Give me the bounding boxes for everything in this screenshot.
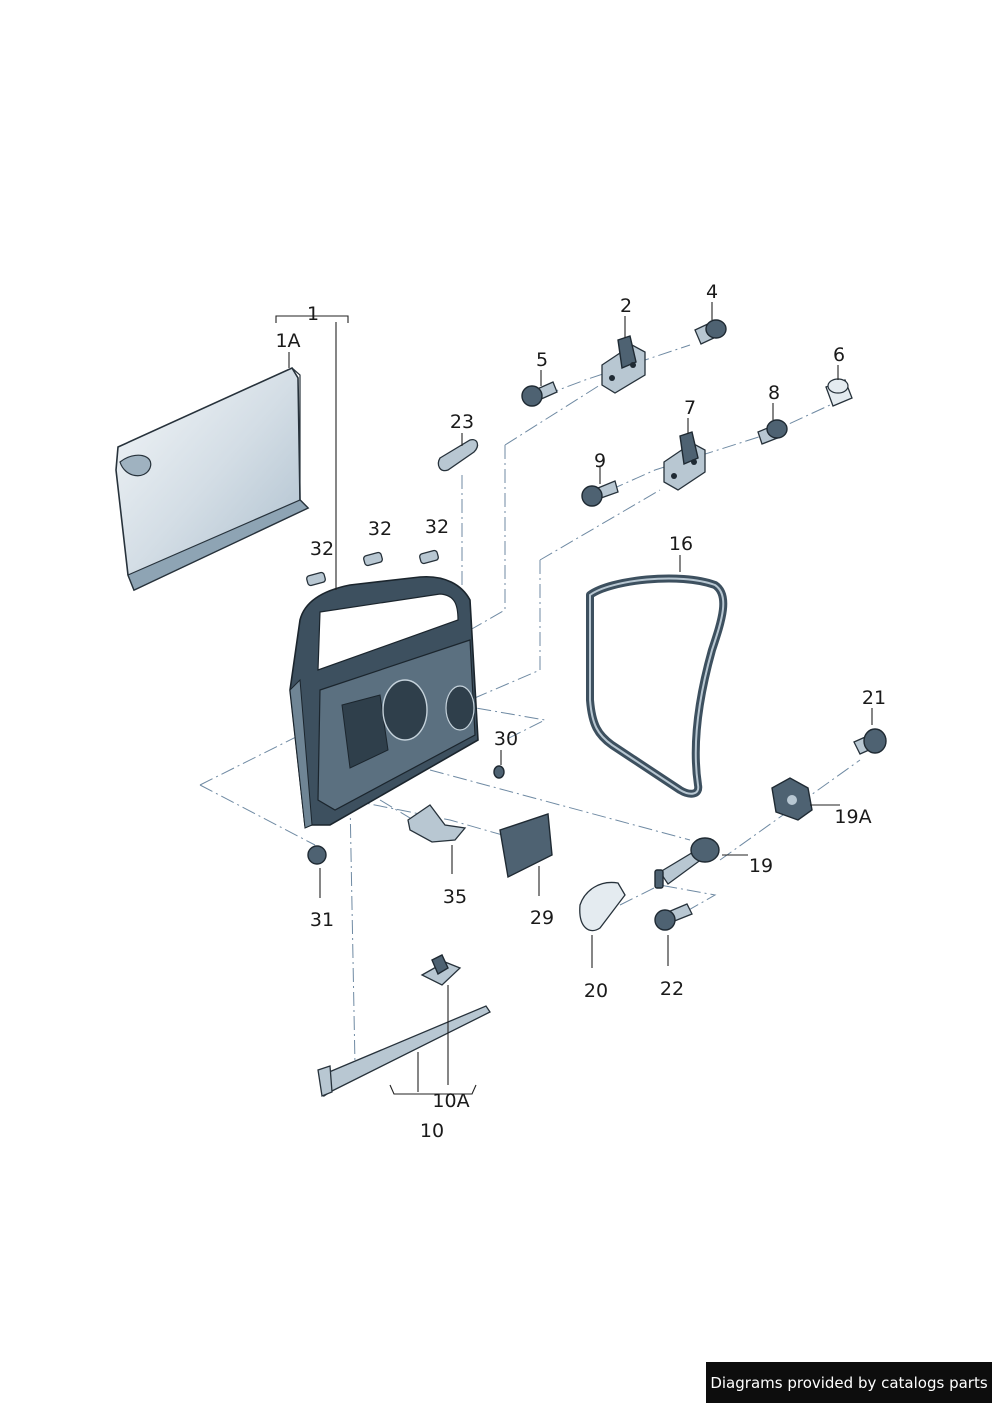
plug-30 (493, 765, 505, 779)
callout-8: 8 (768, 382, 780, 404)
callout-9: 9 (594, 450, 606, 472)
callout-19a: 19A (834, 806, 871, 828)
assembly-lines (199, 344, 861, 1066)
callout-30: 30 (494, 728, 518, 750)
bushing-6 (825, 378, 853, 407)
door-frame-1 (289, 575, 479, 829)
callout-4: 4 (706, 281, 718, 303)
bolt-4 (694, 319, 727, 345)
bracket-35 (407, 804, 467, 843)
door-outer-skin-1a (115, 366, 310, 592)
callout-22: 22 (660, 978, 684, 1000)
handle-insert-23 (437, 439, 479, 472)
callout-35: 35 (443, 886, 467, 908)
callout-23: 23 (450, 411, 474, 433)
callout-10a: 10A (432, 1090, 469, 1112)
trim-strip-10 (317, 1005, 491, 1098)
credit-banner: Diagrams provided by catalogs parts (706, 1362, 992, 1403)
plug-32-a (306, 571, 326, 587)
plug-31 (307, 845, 327, 865)
callout-29: 29 (530, 907, 554, 929)
foil-29 (499, 813, 553, 879)
bolt-8 (757, 419, 788, 445)
callout-5: 5 (536, 349, 548, 371)
bolt-5 (521, 381, 558, 407)
callout-19: 19 (749, 855, 773, 877)
callout-1: 1 (307, 303, 319, 325)
callout-7: 7 (684, 397, 696, 419)
door-seal-16-highlight (589, 577, 725, 795)
door-check-19 (654, 837, 720, 889)
leader-lines (275, 302, 873, 1095)
bolt-9 (581, 480, 619, 507)
callout-32-b: 32 (368, 518, 392, 540)
bolt-22 (654, 903, 693, 931)
callout-32-a: 32 (310, 538, 334, 560)
callout-20: 20 (584, 980, 608, 1002)
bolt-21 (853, 728, 887, 755)
callout-16: 16 (669, 533, 693, 555)
callout-1a: 1A (275, 330, 300, 352)
callout-10: 10 (420, 1120, 444, 1142)
clip-10a (420, 954, 462, 986)
callout-2: 2 (620, 295, 632, 317)
hinge-7 (663, 431, 706, 491)
callout-6: 6 (833, 344, 845, 366)
hinge-2 (601, 335, 646, 394)
check-housing-19a (771, 777, 813, 821)
plug-32-b (363, 551, 383, 567)
callout-21: 21 (862, 687, 886, 709)
callout-32-c: 32 (425, 516, 449, 538)
plug-32-c (419, 549, 439, 565)
cap-20 (579, 881, 626, 932)
callout-labels: 1 1A 2 4 5 6 7 8 9 23 32 32 32 16 21 30 … (275, 281, 886, 1142)
callout-31: 31 (310, 909, 334, 931)
